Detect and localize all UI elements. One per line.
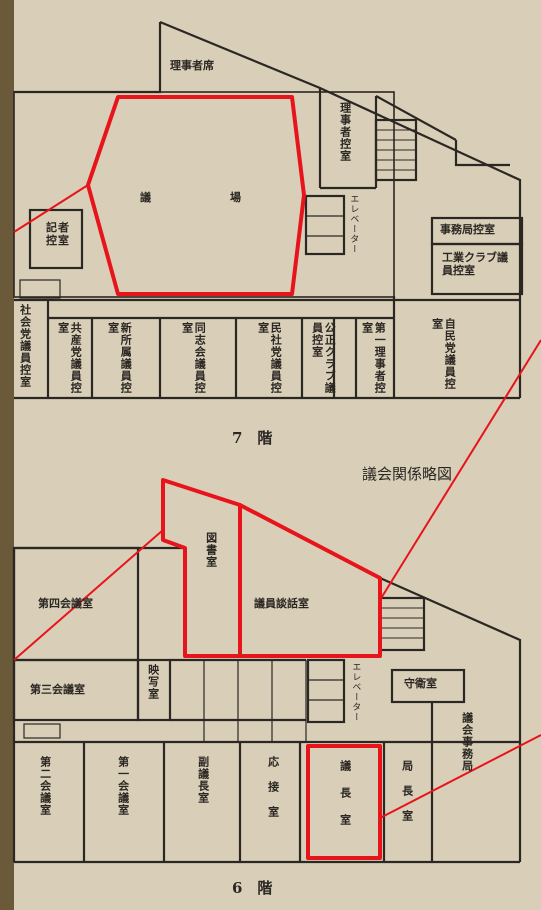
room-dai1: 第一会議室	[116, 756, 130, 816]
room-gijo-right: 場	[230, 191, 241, 204]
room-gikai-jimukyoku: 議会事務局	[460, 712, 474, 772]
room-shinsho: 新所属議員控室	[106, 322, 133, 394]
room-danwashitsu: 議員談話室	[254, 597, 309, 610]
room-kyokucho: 局長室	[400, 760, 414, 835]
room-shuei: 守衛室	[404, 677, 437, 690]
outer-wall-7f	[159, 20, 522, 300]
room-toshoshitsu: 図書室	[204, 532, 218, 568]
gicho-highlight	[306, 744, 382, 860]
room-shakai: 社会党議員控室	[18, 304, 32, 388]
room-kogyo-club: 工業クラブ議員控室	[442, 251, 508, 277]
danwashitsu-highlight	[238, 503, 382, 658]
room-kosei: 公正クラブ議員控室	[310, 322, 337, 394]
diagram-title: 議会関係略図	[362, 465, 453, 483]
room-fukugicho: 副議長室	[196, 756, 210, 804]
room-jimin: 自民党議員控室	[430, 318, 457, 390]
room-dai4: 第四会議室	[38, 597, 93, 610]
elevator-6f-label: エレベーター	[350, 662, 361, 722]
room-osetsu: 応接室	[266, 756, 280, 831]
highlight-leader-lines	[13, 184, 541, 819]
room-gijo-left: 議	[140, 191, 151, 204]
room-kyosan: 共産党議員控室	[56, 322, 83, 394]
room-doshi: 同志会議員控室	[180, 322, 207, 394]
room-dai3: 第三会議室	[30, 683, 85, 696]
room-riji-hikae: 理事者控室	[338, 102, 352, 162]
room-eisha: 映写室	[146, 664, 160, 700]
room-jimukyoku-hikae: 事務局控室	[440, 223, 495, 236]
room-gicho: 議長室	[338, 760, 352, 841]
room-kisha: 記者控室	[46, 221, 70, 247]
elevator-7f-label: エレベーター	[348, 194, 359, 254]
floor7-title: 7 階	[232, 429, 273, 447]
room-daiichi: 第一理事者控室	[360, 322, 387, 394]
floor6-title: 6 階	[232, 879, 273, 897]
room-dai2: 第二会議室	[38, 756, 52, 816]
room-minsha: 民社党議員控室	[256, 322, 283, 394]
room-rijisha-seki: 理事者席	[170, 59, 214, 72]
